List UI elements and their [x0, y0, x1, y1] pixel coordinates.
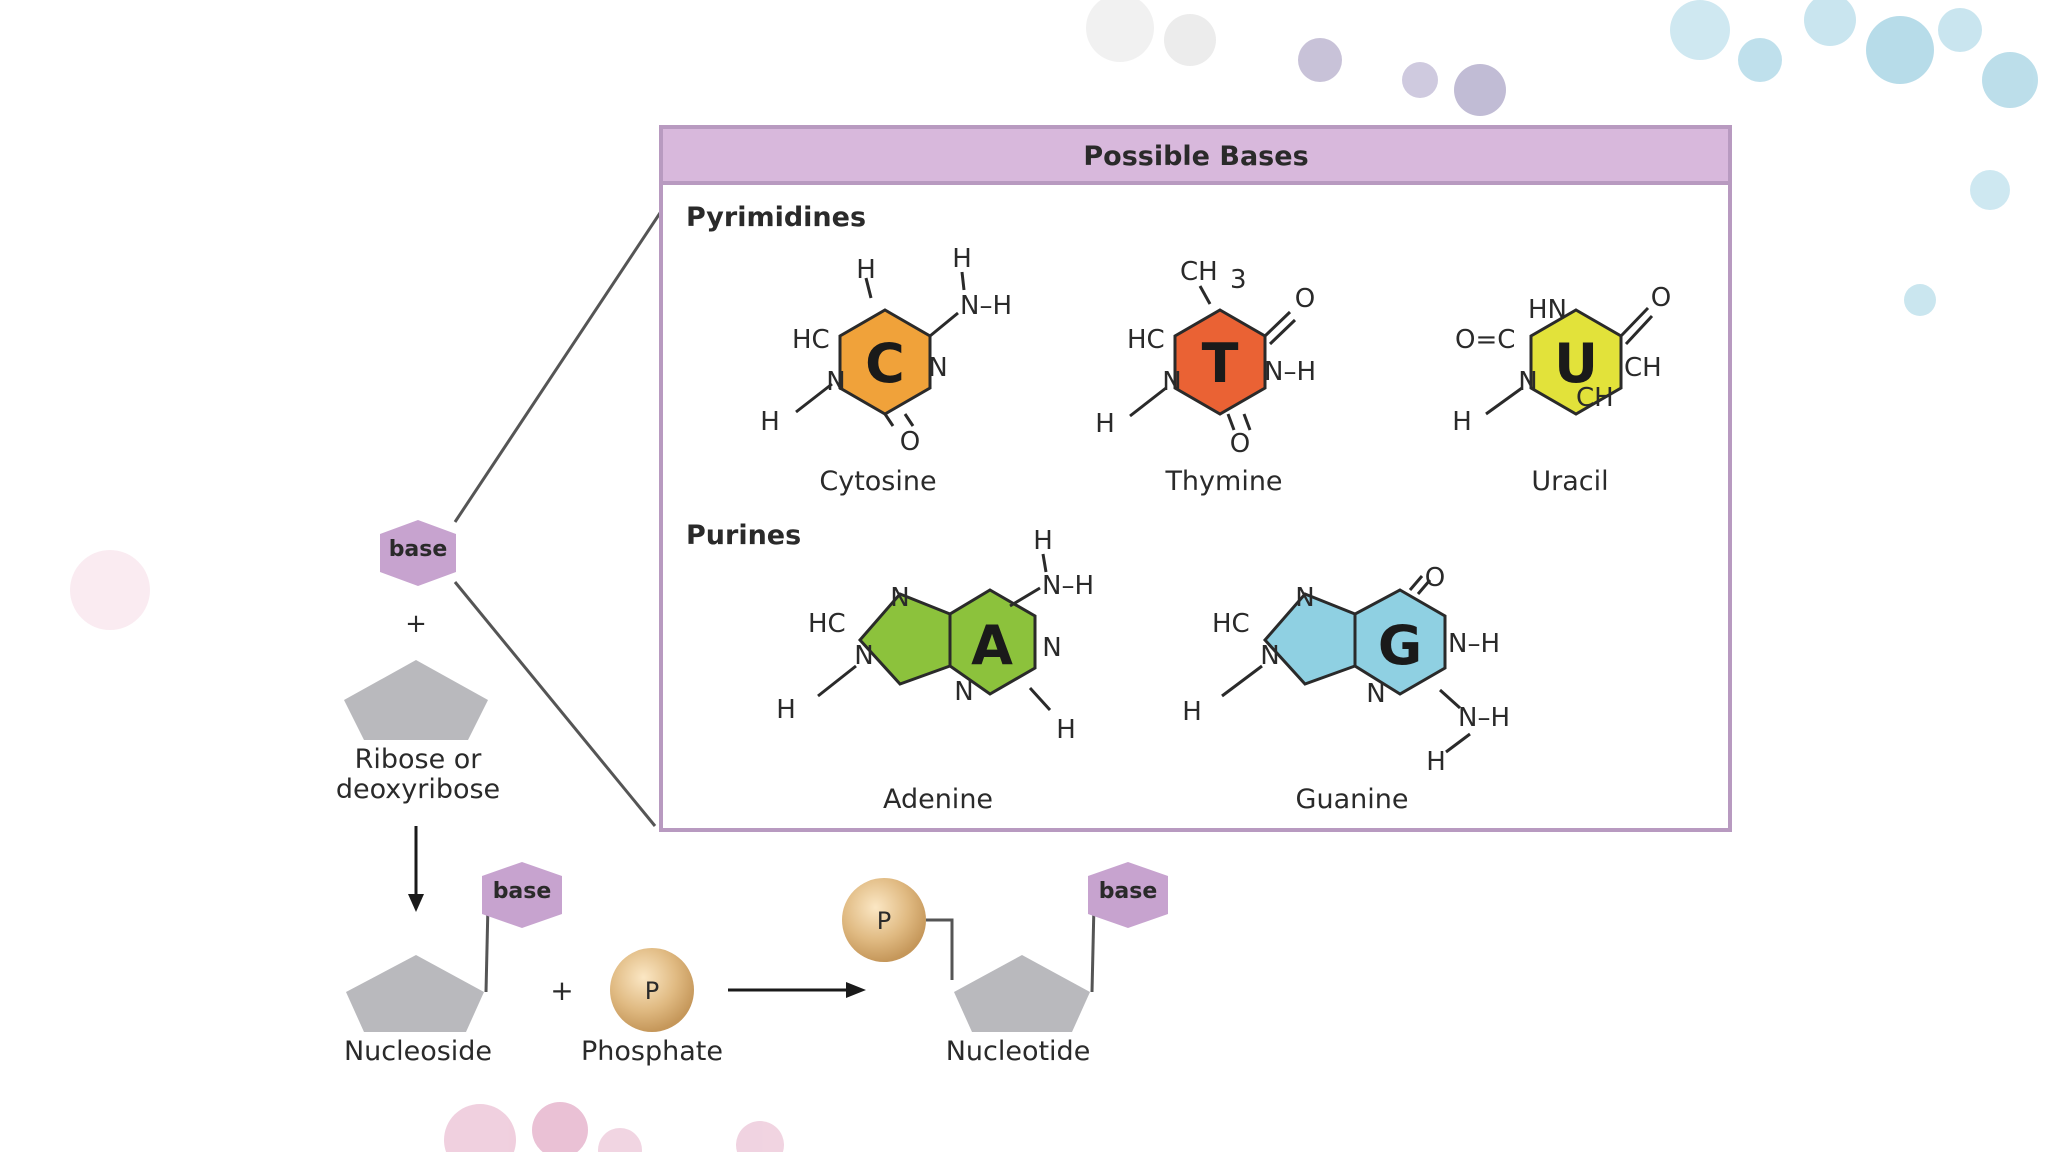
atom-label: HC — [1127, 325, 1165, 355]
cytosine-name: Cytosine — [819, 466, 936, 497]
atom-label: N — [1295, 583, 1314, 613]
atom-label: N–H — [1042, 571, 1094, 601]
atom-label: N–H — [1458, 703, 1510, 733]
atom-label: O — [1230, 429, 1250, 459]
uracil-letter: U — [1554, 332, 1598, 395]
atom-label: N — [826, 367, 845, 397]
atom-label: N — [1162, 367, 1181, 397]
nucleotide-base-label: base — [1099, 879, 1158, 904]
atom-label: N–H — [960, 291, 1012, 321]
cytosine-structure: C H H N–H HC N N O H Cytosine — [760, 244, 1012, 497]
atom-label: H — [1095, 409, 1115, 439]
atom-label: O — [1295, 284, 1315, 314]
atom-label: N — [854, 641, 873, 671]
atom-label: CH — [1576, 383, 1614, 413]
left-base-hexagon: base — [380, 520, 456, 586]
atom-label: O — [1651, 283, 1671, 313]
nucleoside-base-label: base — [493, 879, 552, 904]
phosphate-label: Phosphate — [581, 1036, 723, 1067]
nucleoside: base Nucleoside — [344, 862, 562, 1067]
atom-label: N — [1042, 633, 1061, 663]
cytosine-letter: C — [865, 332, 905, 395]
nucleotide: P base Nucleotide — [842, 862, 1168, 1067]
atom-label: N — [1366, 679, 1385, 709]
atom-label: H — [1182, 697, 1202, 727]
atom-label: CH — [1180, 257, 1218, 287]
atom-label: HC — [792, 325, 830, 355]
down-arrow — [408, 826, 424, 912]
phosphate-symbol: P — [645, 977, 659, 1005]
uracil-name: Uracil — [1531, 466, 1608, 497]
plus-sign: + — [550, 974, 573, 1007]
plus-sign: + — [405, 609, 427, 639]
nucleoside-label: Nucleoside — [344, 1036, 492, 1067]
guanine-letter: G — [1378, 614, 1422, 677]
atom-label: HC — [808, 609, 846, 639]
uracil-structure: U HN O O=C CH N CH H Uracil — [1452, 283, 1671, 497]
atom-label: N — [928, 353, 947, 383]
atom-label: H — [1056, 715, 1076, 745]
thymine-letter: T — [1202, 332, 1239, 395]
ribose-pentagon — [344, 660, 488, 740]
thymine-name: Thymine — [1164, 466, 1282, 497]
adenine-letter: A — [971, 614, 1013, 677]
guanine-ring — [1353, 588, 1447, 696]
guanine-imidazole — [1262, 592, 1357, 686]
atom-label: N — [954, 677, 973, 707]
atom-label: N — [1518, 367, 1537, 397]
decorative-bubbles — [70, 0, 2038, 1152]
guanine-name: Guanine — [1296, 784, 1409, 815]
adenine-ring — [948, 588, 1037, 696]
sugar-label-line2: deoxyribose — [336, 774, 500, 805]
atom-label: H — [1452, 407, 1472, 437]
atom-label: HN — [1528, 295, 1567, 325]
thymine-structure: T CH 3 O HC N–H N H O Thymine — [1095, 257, 1316, 497]
atom-label: HC — [1212, 609, 1250, 639]
atom-label: H — [856, 255, 876, 285]
atom-label: H — [952, 244, 972, 274]
atom-label: CH — [1624, 353, 1662, 383]
atom-label: H — [760, 407, 780, 437]
atom-label: H — [776, 695, 796, 725]
atom-label: O=C — [1455, 325, 1515, 355]
pyrimidines-heading: Pyrimidines — [686, 202, 866, 233]
zoom-line-top — [453, 209, 664, 523]
sugar-label-line1: Ribose or — [355, 744, 483, 775]
phosphate: P Phosphate — [581, 948, 723, 1067]
possible-bases-panel: Possible Bases Pyrimidines Purines — [659, 125, 1732, 832]
atom-label: O — [1425, 563, 1445, 593]
zoom-line-bottom — [453, 581, 657, 827]
atom-label: N–H — [1264, 357, 1316, 387]
atom-label: O — [900, 427, 920, 457]
right-arrow — [728, 982, 866, 998]
atom-label: N–H — [1448, 629, 1500, 659]
nucleotide-label: Nucleotide — [946, 1036, 1091, 1067]
purines-heading: Purines — [686, 520, 801, 551]
adenine-structure: A HC N N N N H N–H H H Adenine — [776, 526, 1094, 815]
atom-label: H — [1033, 526, 1053, 556]
nucleotide-phosphate-symbol: P — [877, 907, 891, 935]
base-label: base — [389, 537, 448, 562]
atom-label: H — [1426, 747, 1446, 777]
atom-label: 3 — [1230, 265, 1247, 295]
panel-title: Possible Bases — [1083, 141, 1308, 172]
atom-label: N — [1260, 641, 1279, 671]
adenine-imidazole — [857, 592, 952, 686]
guanine-structure: G HC N N N O N–H N–H H H Guanine — [1182, 563, 1510, 815]
atom-label: N — [890, 583, 909, 613]
adenine-name: Adenine — [883, 784, 993, 815]
